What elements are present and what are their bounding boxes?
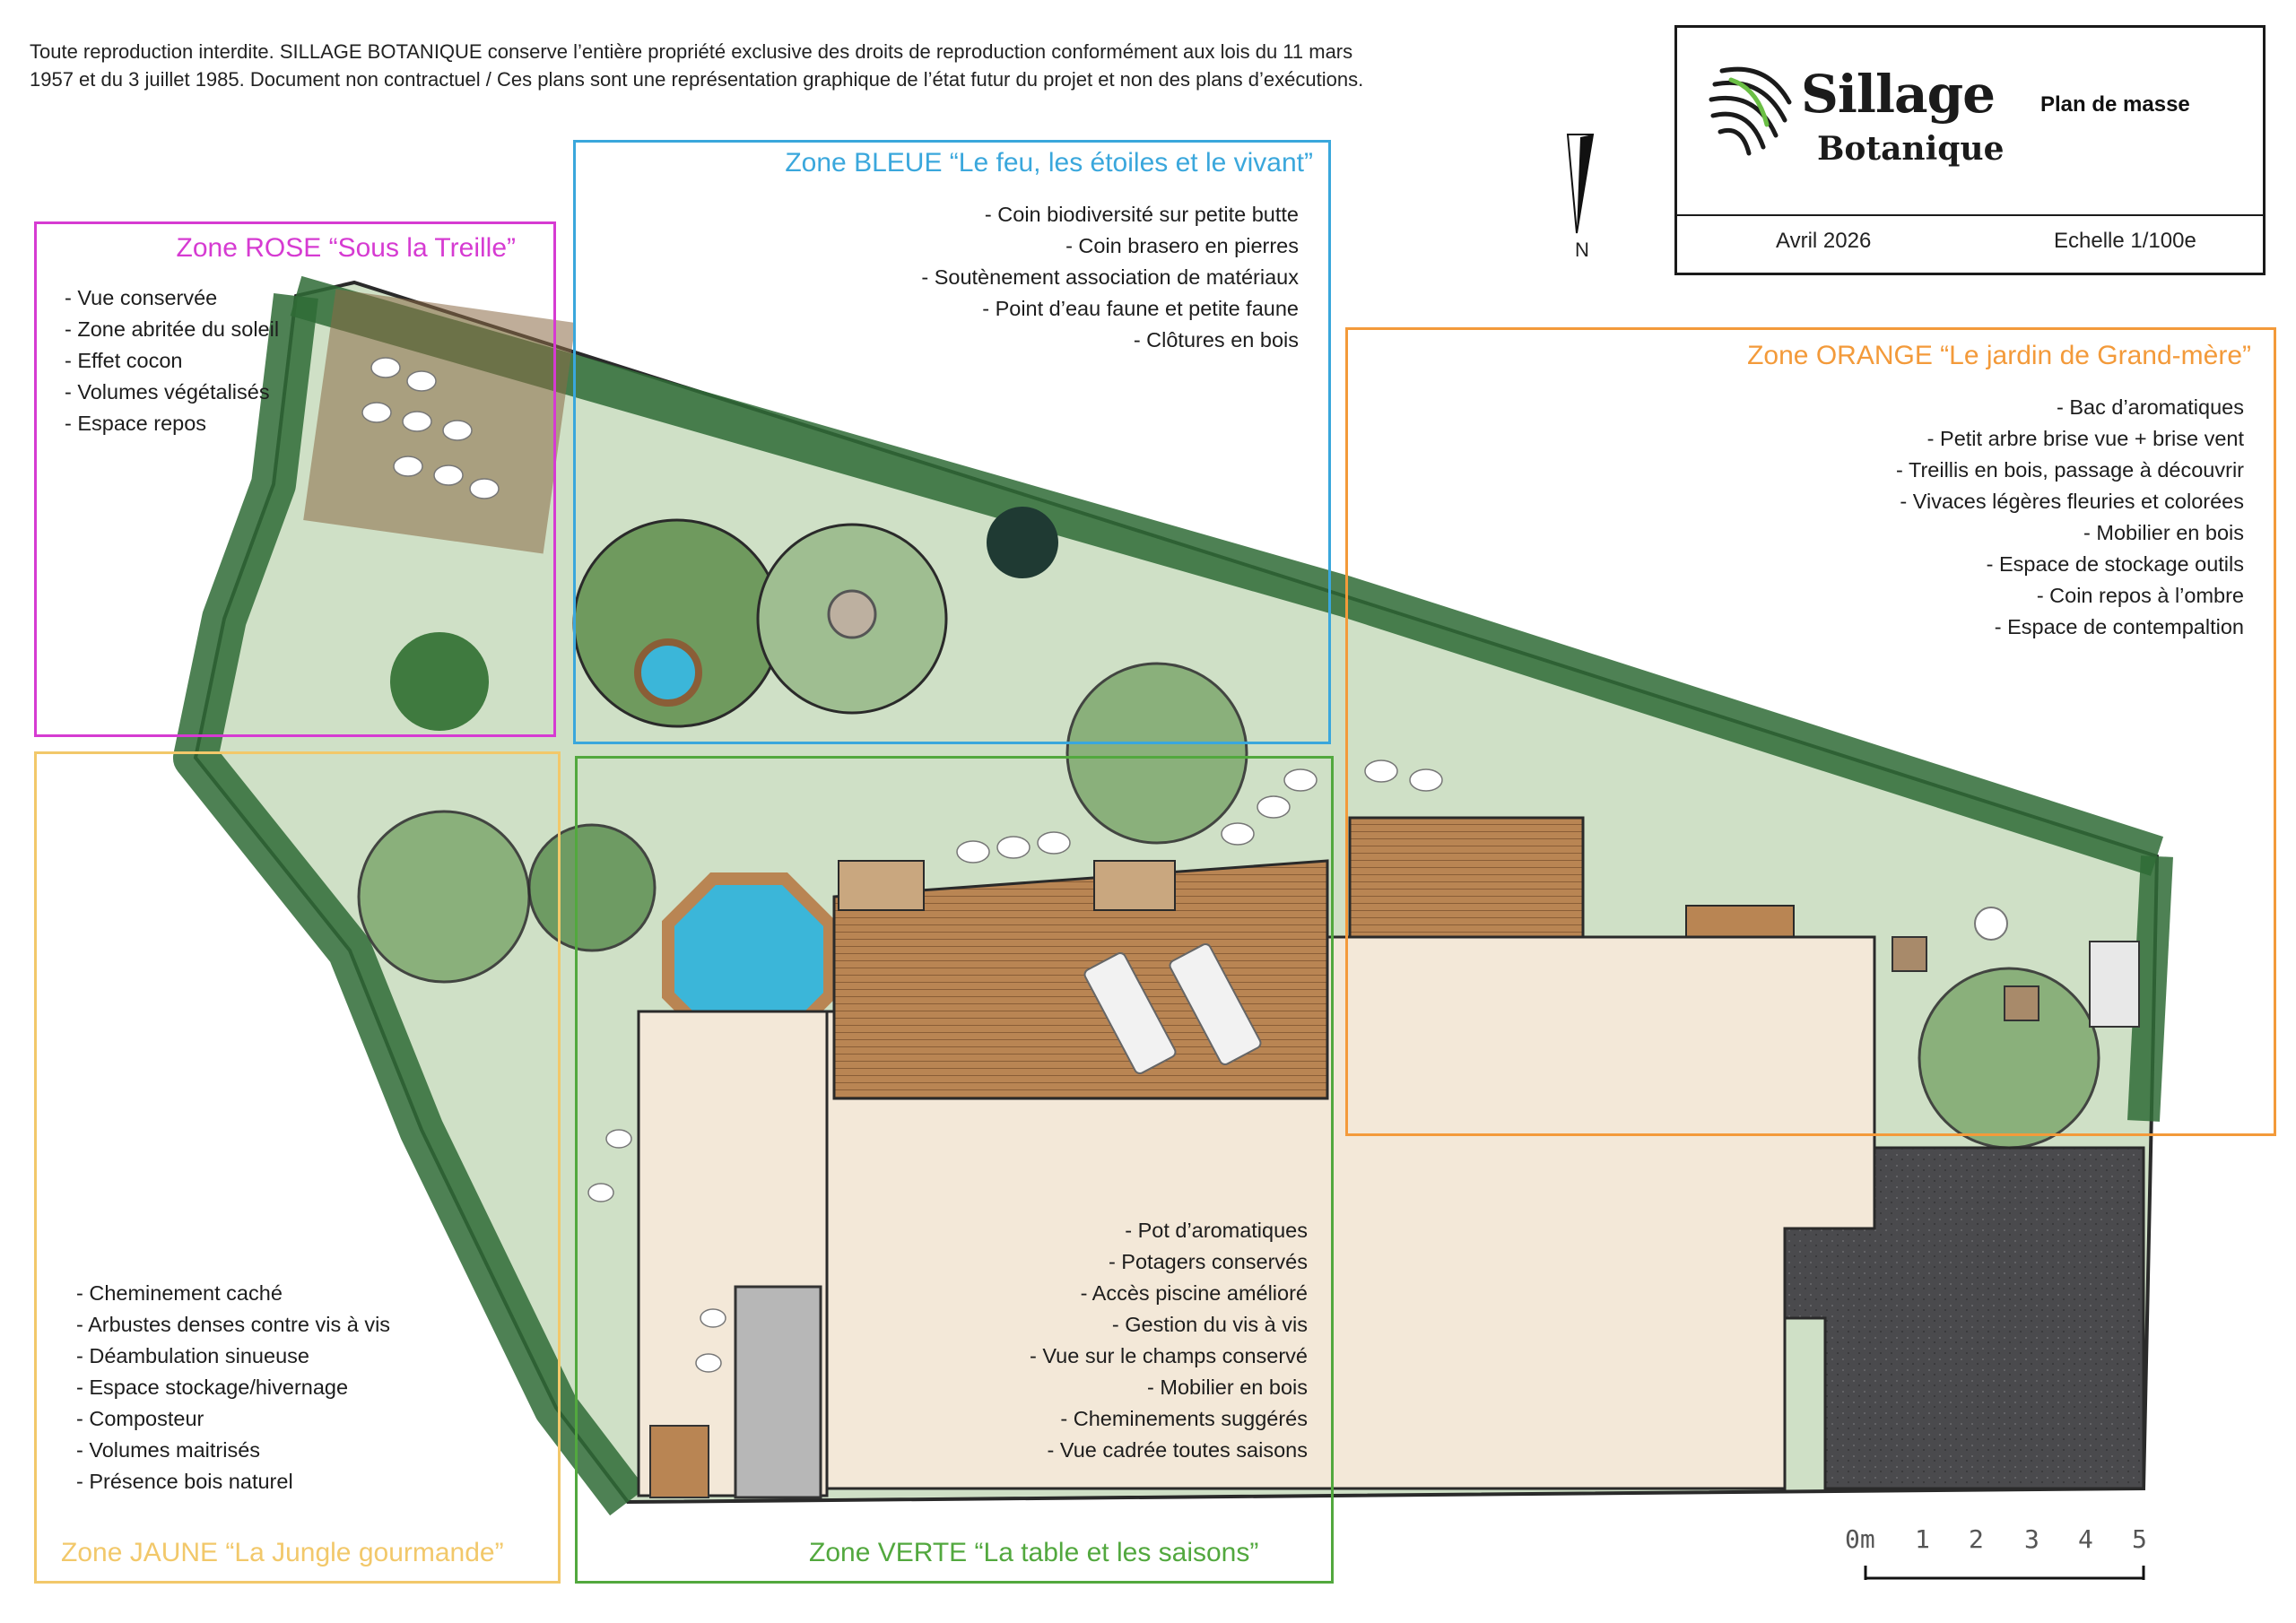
title-block: Sillage Botanique Plan de masse Avril 20… — [1674, 25, 2266, 275]
scale-label: 2 — [1969, 1524, 1984, 1554]
scale-label: 5 — [2132, 1524, 2147, 1554]
scale-label: 3 — [2024, 1524, 2039, 1554]
list-item: - Vue conservée — [65, 286, 218, 309]
zone-jaune-title: Zone JAUNE “La Jungle gourmande” — [61, 1538, 504, 1567]
list-item: - Potagers conservés — [1108, 1250, 1308, 1273]
list-item: - Vivaces légères fleuries et colorées — [1900, 490, 2244, 513]
list-item: - Mobilier en bois — [2083, 521, 2244, 544]
zone-bleue-title: Zone BLEUE “Le feu, les étoiles et le vi… — [785, 148, 1313, 178]
compost-bin — [649, 1425, 709, 1498]
title-block-divider — [1677, 214, 2263, 216]
copyright-line-2: 1957 et du 3 juillet 1985. Document non … — [30, 68, 1364, 91]
plan-scale: Echelle 1/100e — [2054, 229, 2196, 253]
wildlife-pond — [634, 638, 702, 707]
zone-bleue-list: - Coin biodiversité sur petite butte - C… — [921, 199, 1299, 356]
cold-frame — [734, 1285, 822, 1499]
list-item: - Coin repos à l’ombre — [2036, 584, 2244, 607]
zone-orange-title: Zone ORANGE “Le jardin de Grand-mère” — [1747, 341, 2251, 370]
brand-name-line-1: Sillage — [1801, 64, 1996, 125]
scale-bar: 0m 1 2 3 4 5 — [1843, 1524, 2148, 1587]
copyright-notice: Toute reproduction interdite. SILLAGE BO… — [30, 38, 1662, 93]
list-item: - Cheminement caché — [76, 1281, 283, 1305]
sun-lounger-2 — [1169, 942, 1262, 1066]
list-item: - Coin brasero en pierres — [1065, 234, 1299, 257]
north-label: N — [1575, 239, 1589, 261]
list-item: - Clôtures en bois — [1133, 328, 1299, 352]
scale-label: 4 — [2078, 1524, 2093, 1554]
list-item: - Déambulation sinueuse — [76, 1344, 309, 1367]
planter-2 — [1093, 860, 1176, 911]
sun-lounger-1 — [1083, 951, 1177, 1075]
plan-date: Avril 2026 — [1776, 229, 1872, 253]
zone-jaune-box — [34, 751, 561, 1584]
tree-jaune-2 — [527, 823, 657, 952]
list-item: - Effet cocon — [65, 349, 183, 372]
list-item: - Point d’eau faune et petite faune — [982, 297, 1299, 320]
zone-orange-box — [1345, 327, 2276, 1136]
list-item: - Vue cadrée toutes saisons — [1047, 1438, 1308, 1462]
zone-rose-list: - Vue conservée - Zone abritée du soleil… — [65, 282, 279, 439]
list-item: - Zone abritée du soleil — [65, 317, 280, 341]
hedge-left — [173, 293, 646, 1516]
scale-label: 1 — [1915, 1524, 1930, 1554]
brasero — [827, 589, 877, 639]
zone-bleue-box — [573, 140, 1331, 744]
list-item: - Présence bois naturel — [76, 1470, 293, 1493]
zone-rose-box — [34, 221, 556, 737]
scale-label: 0m — [1845, 1524, 1875, 1554]
zone-jaune-list: - Cheminement caché - Arbustes denses co… — [76, 1278, 390, 1497]
list-item: - Bac d’aromatiques — [2057, 395, 2244, 419]
list-item: - Treillis en bois, passage à découvrir — [1896, 458, 2244, 482]
list-item: - Volumes végétalisés — [65, 380, 270, 404]
list-item: - Gestion du vis à vis — [1111, 1313, 1308, 1336]
list-item: - Composteur — [76, 1407, 204, 1430]
list-item: - Pot d’aromatiques — [1125, 1219, 1308, 1242]
zone-verte-box — [575, 756, 1334, 1584]
list-item: - Vue sur le champs conservé — [1030, 1344, 1308, 1367]
stepping-stones-rose — [361, 357, 500, 499]
list-item: - Petit arbre brise vue + brise vent — [1926, 427, 2244, 450]
list-item: - Accès piscine amélioré — [1080, 1281, 1308, 1305]
planter-1 — [838, 860, 925, 911]
tree-orange — [1918, 967, 2100, 1150]
scale-bar-graphic — [1864, 1566, 2145, 1580]
stone-orange — [1974, 907, 2008, 941]
north-arrow-icon — [1566, 134, 1595, 234]
armchair-2 — [2004, 985, 2039, 1021]
bench-orange — [1685, 905, 1795, 941]
gravel-area — [1783, 1146, 2145, 1490]
copyright-line-1: Toute reproduction interdite. SILLAGE BO… — [30, 40, 1353, 63]
hedge-right — [2127, 855, 2173, 1122]
list-item: - Espace stockage/hivernage — [76, 1376, 349, 1399]
list-item: - Espace de stockage outils — [1986, 552, 2244, 576]
zone-verte-list: - Pot d’aromatiques - Potagers conservés… — [1030, 1215, 1308, 1466]
palm-tree — [987, 507, 1058, 578]
zone-verte-title: Zone VERTE “La table et les saisons” — [809, 1538, 1259, 1567]
zone-rose-title: Zone ROSE “Sous la Treille” — [176, 233, 516, 263]
brand-name-line-2: Botanique — [1817, 130, 2005, 168]
list-item: - Mobilier en bois — [1147, 1376, 1308, 1399]
brand-logo: Sillage Botanique — [1704, 48, 2005, 182]
list-item: - Volumes maitrisés — [76, 1438, 261, 1462]
tool-storage — [2089, 941, 2140, 1028]
armchair-1 — [1892, 936, 1927, 972]
stepping-stones-path — [587, 759, 1443, 1373]
list-item: - Arbustes denses contre vis à vis — [76, 1313, 391, 1336]
zone-orange-list: - Bac d’aromatiques - Petit arbre brise … — [1896, 392, 2244, 643]
shrub-rose — [390, 632, 489, 731]
tree-bleue — [1065, 662, 1248, 845]
list-item: - Coin biodiversité sur petite butte — [984, 203, 1299, 226]
list-item: - Espace de contempaltion — [1994, 615, 2244, 638]
plan-title: Plan de masse — [2040, 92, 2190, 117]
leaf-logo-icon — [1709, 66, 1792, 156]
list-item: - Cheminements suggérés — [1060, 1407, 1308, 1430]
pergola-rose — [303, 289, 576, 554]
list-item: - Soutènement association de matériaux — [921, 265, 1299, 289]
list-item: - Espace repos — [65, 412, 207, 435]
deck-orange — [1348, 816, 1585, 941]
